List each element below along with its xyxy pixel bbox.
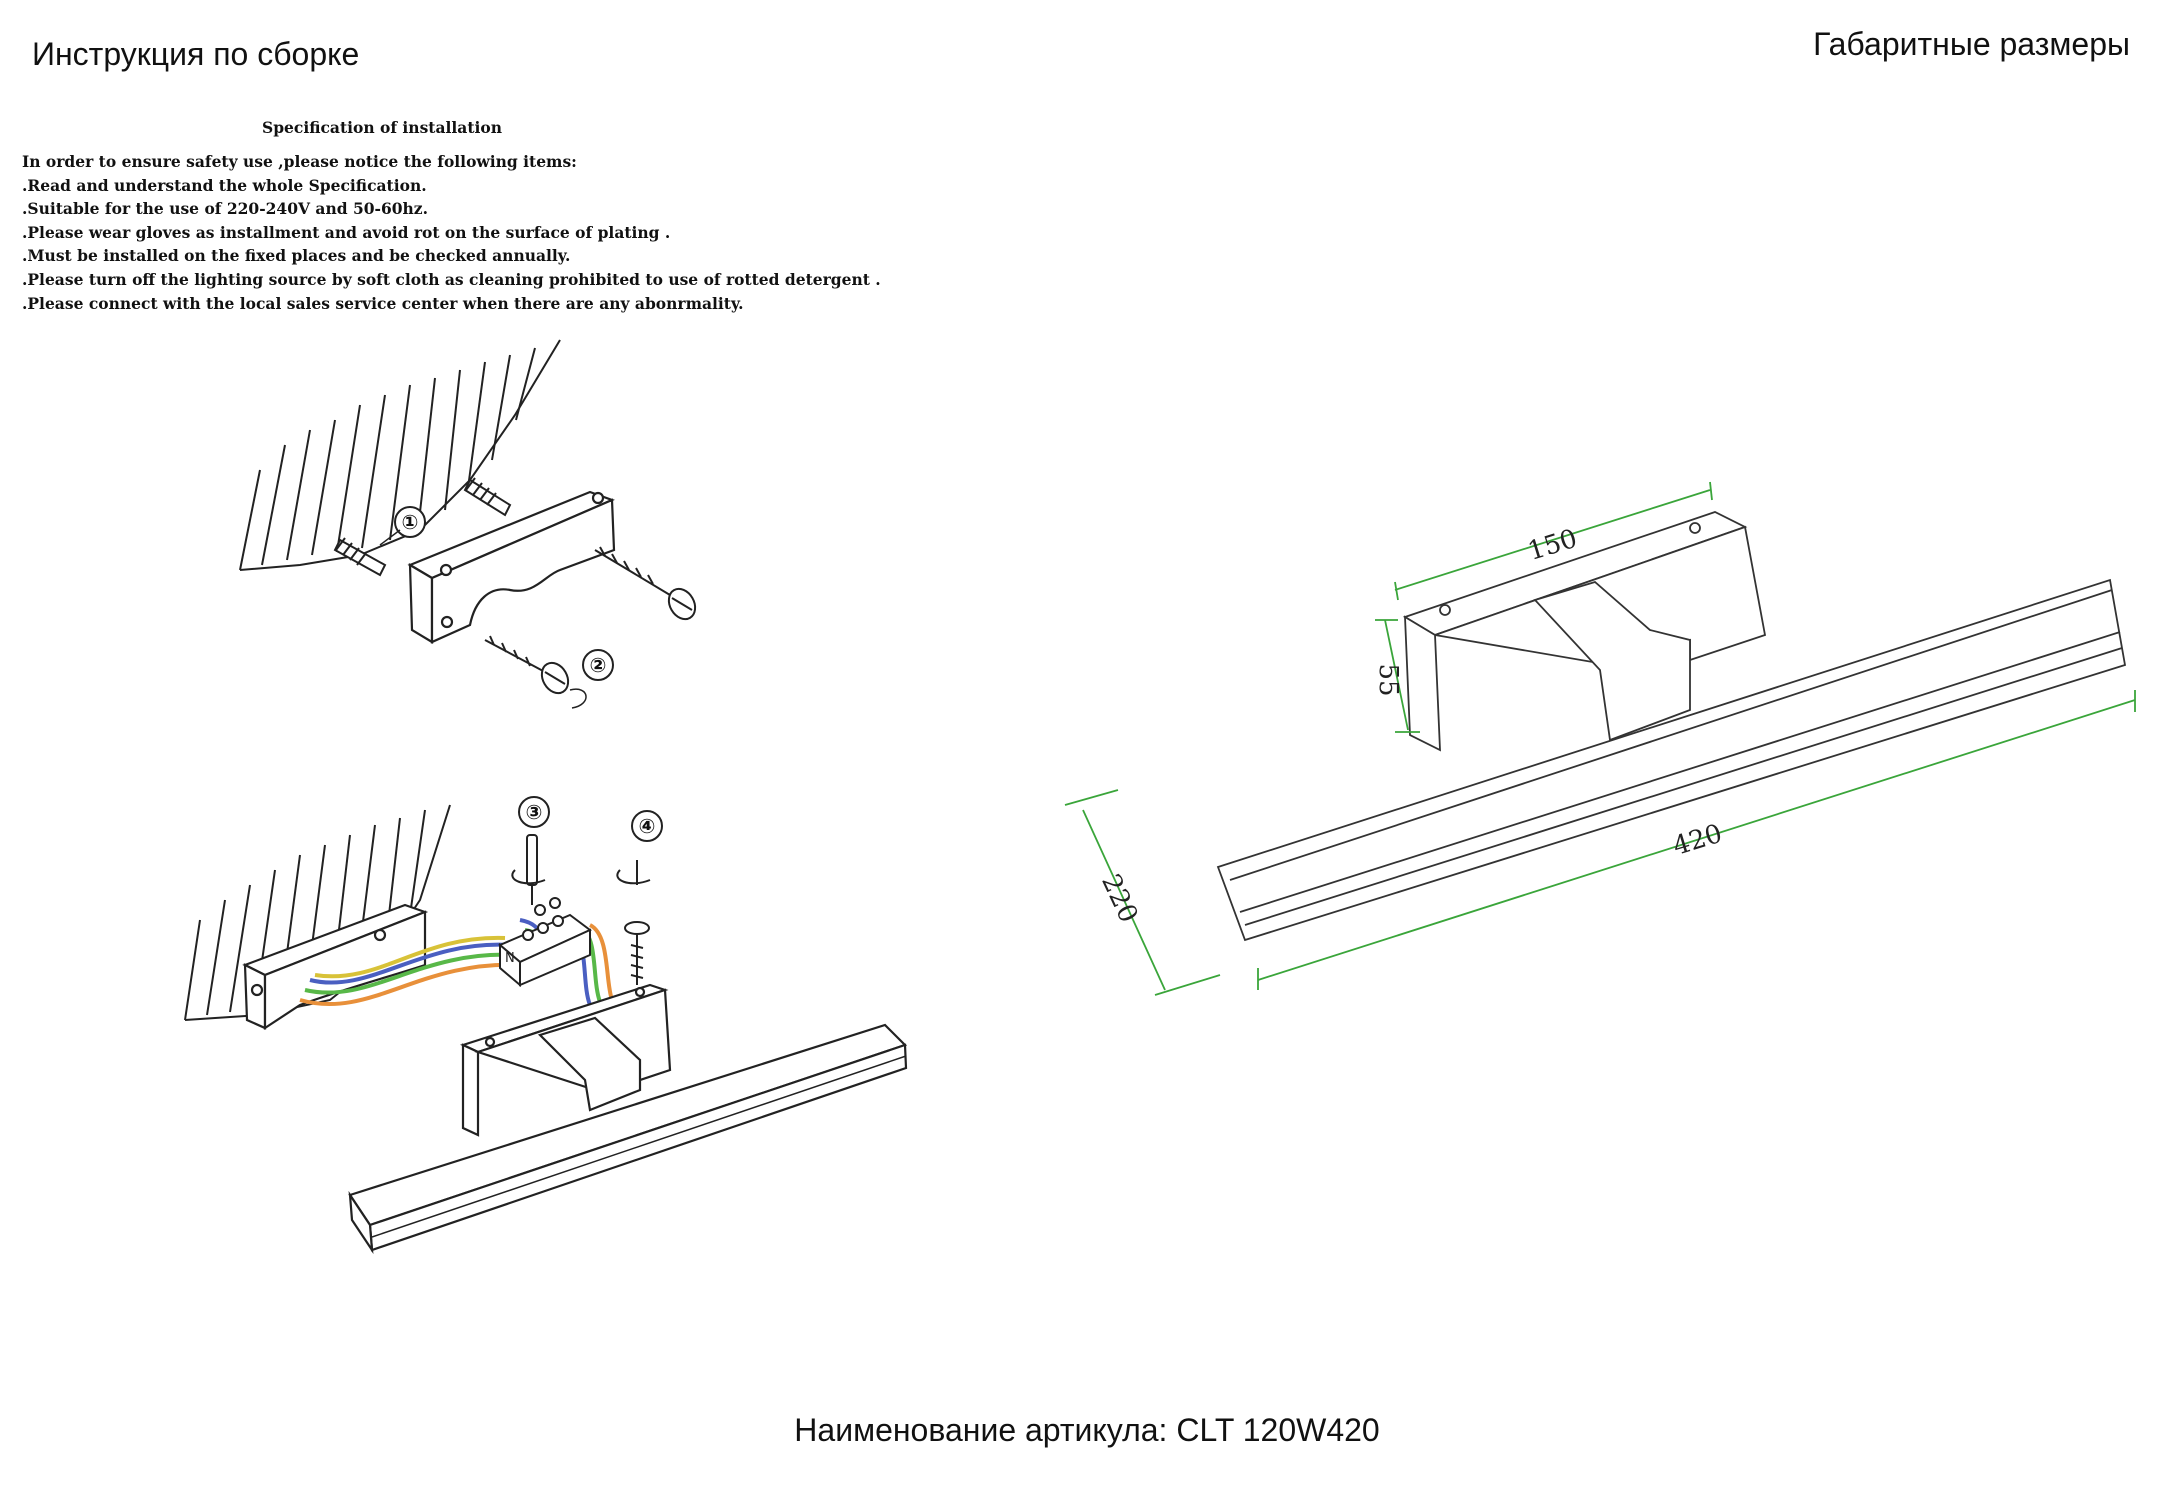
step-2-label: ② (590, 653, 607, 677)
spec-line: .Please turn off the lighting source by … (22, 269, 881, 289)
spec-line: .Suitable for the use of 220-240V and 50… (22, 199, 428, 219)
dim-light-bar (1216, 578, 2127, 942)
spec-title: Specification of installation (262, 118, 502, 137)
wall-anchor-plugs (333, 477, 512, 577)
mounting-bracket (407, 490, 616, 644)
fixture-housing (459, 983, 672, 1137)
dimension-lines (1064, 481, 2136, 996)
dim-height-label: 55 (1373, 663, 1403, 696)
step-4-marker: ④ (631, 810, 663, 842)
dim-length-label: 420 (1670, 819, 1726, 862)
article-name: Наименование артикула: CLT 120W420 (794, 1412, 1380, 1448)
assembly-heading: Инструкция по сборке (32, 36, 360, 72)
screwdriver (511, 834, 546, 905)
fixing-screw (616, 860, 651, 985)
spec-line: .Please connect with the local sales ser… (22, 293, 744, 313)
screws (484, 546, 697, 695)
svg-text:N: N (505, 951, 515, 966)
step-3-label: ③ (526, 800, 543, 824)
spec-line: .Must be installed on the fixed places a… (22, 246, 571, 266)
spec-line: .Please wear gloves as installment and a… (22, 222, 671, 242)
terminal-block: N (498, 897, 592, 988)
dim-depth-label: 220 (1095, 870, 1143, 928)
dimensions-heading: Габаритные размеры (1813, 26, 2130, 62)
step-1-marker: ① (379, 506, 426, 546)
wall-hatch-top (239, 339, 561, 571)
spec-list: In order to ensure safety use ,please no… (22, 150, 881, 315)
mounted-bracket (242, 903, 429, 1031)
step-2-marker: ② (569, 649, 614, 709)
spec-line: In order to ensure safety use ,please no… (22, 152, 577, 171)
light-bar (348, 1023, 908, 1255)
step-4-label: ④ (639, 814, 656, 838)
step-3-marker: ③ (518, 796, 550, 828)
step-1-label: ① (402, 510, 419, 534)
spec-line: .Read and understand the whole Specifica… (22, 175, 427, 195)
dim-bracket-block (1402, 511, 1767, 752)
